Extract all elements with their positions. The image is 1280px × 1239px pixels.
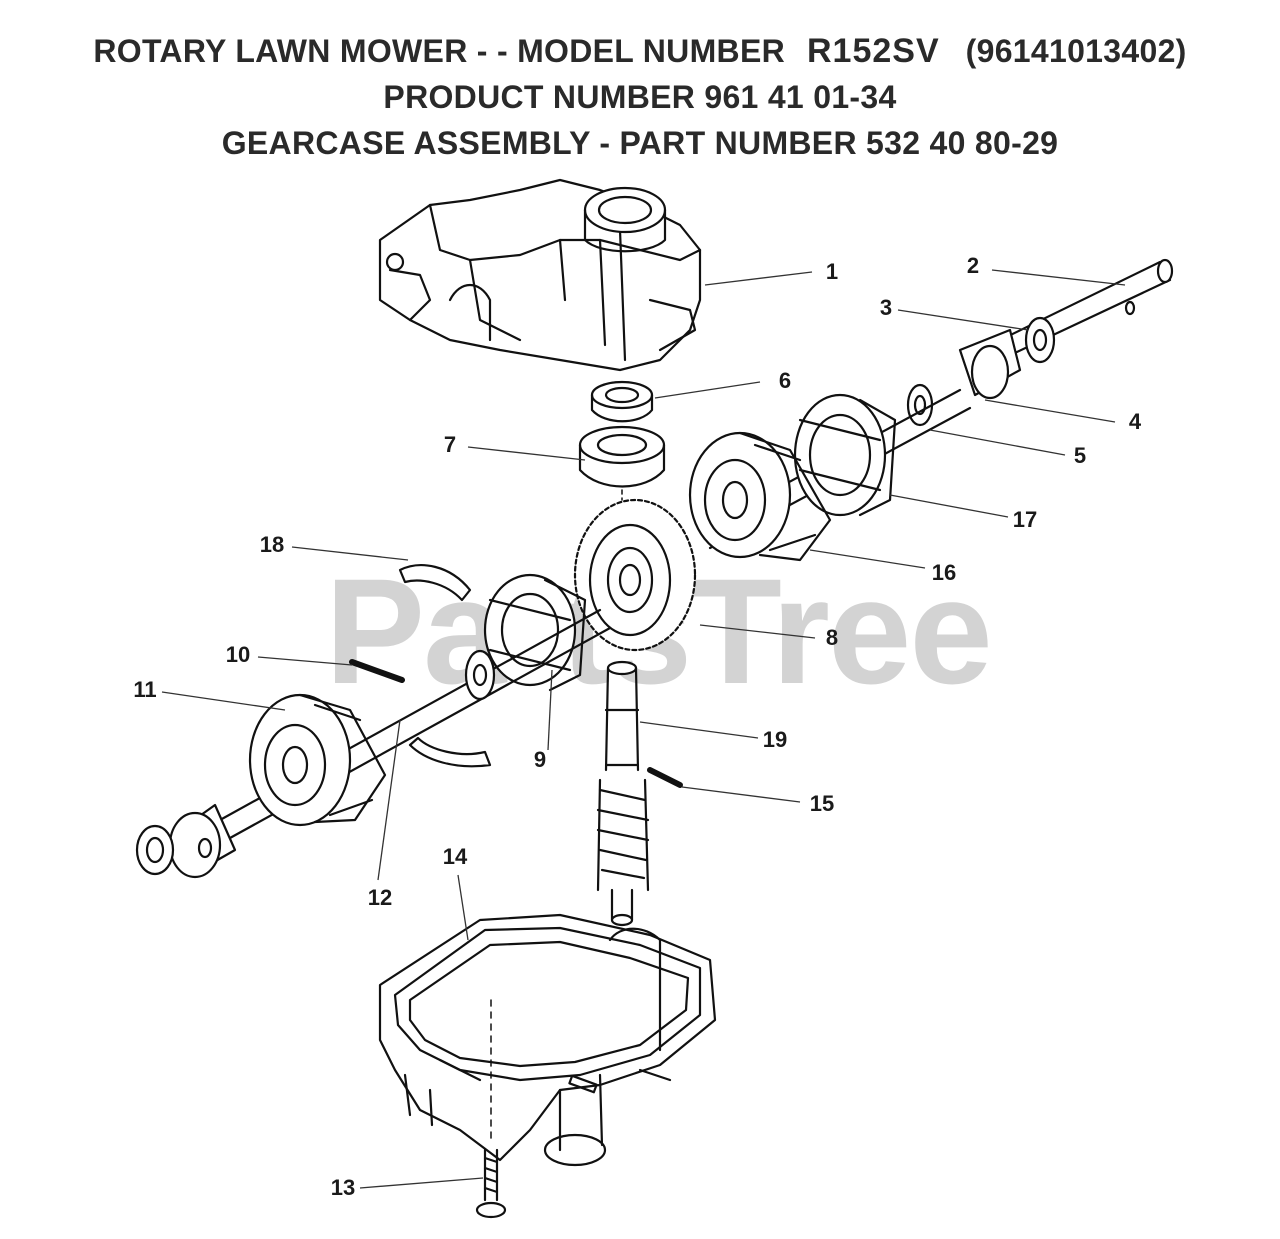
bearing-upper: [590, 380, 654, 423]
bearing-lower: [578, 425, 666, 488]
callout-19: 19: [762, 727, 788, 752]
title-model-code: (96141013402): [965, 33, 1187, 69]
callout-16: 16: [931, 560, 957, 585]
lower-gearcase-housing: [378, 913, 717, 1167]
title-line-1: ROTARY LAWN MOWER - - MODEL NUMBER R152SV…: [0, 28, 1280, 74]
diagram-header: ROTARY LAWN MOWER - - MODEL NUMBER R152SV…: [0, 28, 1280, 166]
right-drive-pulley: [688, 431, 832, 562]
callout-6: 6: [778, 368, 792, 393]
title-model-number: R152SV: [807, 32, 940, 70]
drive-gear: [573, 498, 697, 652]
callout-8: 8: [825, 625, 839, 650]
title-model-prefix: ROTARY LAWN MOWER - - MODEL NUMBER: [93, 33, 785, 69]
callout-10: 10: [225, 642, 251, 667]
screw: [475, 1148, 507, 1219]
left-drive-pulley: [248, 693, 387, 827]
callout-17: 17: [1012, 507, 1038, 532]
title-line-2: PRODUCT NUMBER 961 41 01-34: [383, 79, 897, 115]
callout-1: 1: [825, 259, 839, 284]
worm-shaft: [596, 660, 650, 927]
callout-3: 3: [879, 295, 893, 320]
callout-14: 14: [442, 844, 468, 869]
title-line-3: GEARCASE ASSEMBLY - PART NUMBER 532 40 8…: [221, 125, 1059, 161]
left-shaft-end: [135, 803, 237, 879]
leader-lines: [161, 269, 1126, 1189]
callout-4: 4: [1128, 409, 1142, 434]
callout-12: 12: [367, 885, 393, 910]
callout-5: 5: [1073, 443, 1087, 468]
callout-18: 18: [259, 532, 285, 557]
callout-13: 13: [330, 1175, 356, 1200]
callout-2: 2: [966, 253, 980, 278]
left-clutch: [483, 573, 587, 692]
callout-11: 11: [133, 677, 157, 702]
upper-gearcase-housing: [378, 178, 702, 372]
right-clutch: [793, 393, 897, 517]
half-bushings: [398, 564, 492, 768]
callout-7: 7: [443, 432, 457, 457]
callout-15: 15: [809, 791, 835, 816]
callout-9: 9: [533, 747, 547, 772]
